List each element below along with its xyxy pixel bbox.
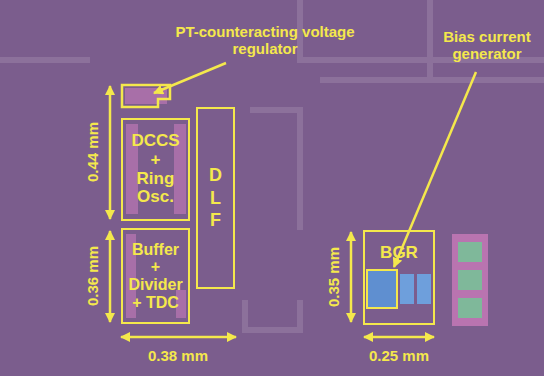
metal-trace bbox=[0, 57, 90, 63]
dimension-label: 0.36 mm bbox=[84, 246, 101, 306]
dimension-label: 0.35 mm bbox=[325, 247, 342, 307]
dimension-arrow bbox=[121, 336, 236, 339]
dimension-arrow bbox=[350, 232, 353, 322]
callout-label: Bias current generator bbox=[431, 28, 543, 63]
leader-lines bbox=[154, 63, 476, 267]
block-label: DLF bbox=[207, 164, 225, 232]
bias-current-generator-block bbox=[367, 270, 397, 308]
bgr-cell bbox=[417, 274, 431, 304]
callout-label: PT-counteracting voltage regulator bbox=[175, 23, 355, 58]
metal-trace bbox=[245, 300, 300, 330]
dimension-arrow bbox=[109, 231, 112, 322]
circuit-patches bbox=[125, 88, 186, 318]
block-outline: DLF bbox=[196, 107, 235, 289]
pad-block bbox=[452, 234, 488, 326]
dimension-arrows bbox=[110, 86, 434, 337]
block-outline: DCCS + Ring Osc. bbox=[121, 118, 190, 221]
leader-line bbox=[394, 72, 476, 267]
pad-cell bbox=[458, 270, 482, 290]
metal-trace bbox=[427, 0, 433, 80]
dimension-label: 0.38 mm bbox=[148, 347, 208, 364]
bgr-cell bbox=[400, 274, 414, 304]
block-outline: Buffer + Divider + TDC bbox=[121, 228, 190, 324]
dimension-arrow bbox=[109, 86, 112, 219]
dimension-label: 0.44 mm bbox=[84, 122, 101, 182]
metal-trace bbox=[250, 110, 300, 230]
block-label: BGR bbox=[380, 244, 418, 263]
block-outline: BGR bbox=[363, 230, 435, 325]
metal-routing bbox=[0, 0, 544, 330]
block-label: DCCS + Ring Osc. bbox=[131, 132, 179, 207]
pad-cell bbox=[458, 298, 482, 318]
pad-structures bbox=[452, 234, 488, 326]
dimension-label: 0.25 mm bbox=[369, 347, 429, 364]
block-label: Buffer + Divider + TDC bbox=[128, 241, 182, 311]
pad-cell bbox=[458, 242, 482, 262]
leader-line bbox=[154, 63, 226, 93]
dimension-arrow bbox=[364, 336, 434, 339]
